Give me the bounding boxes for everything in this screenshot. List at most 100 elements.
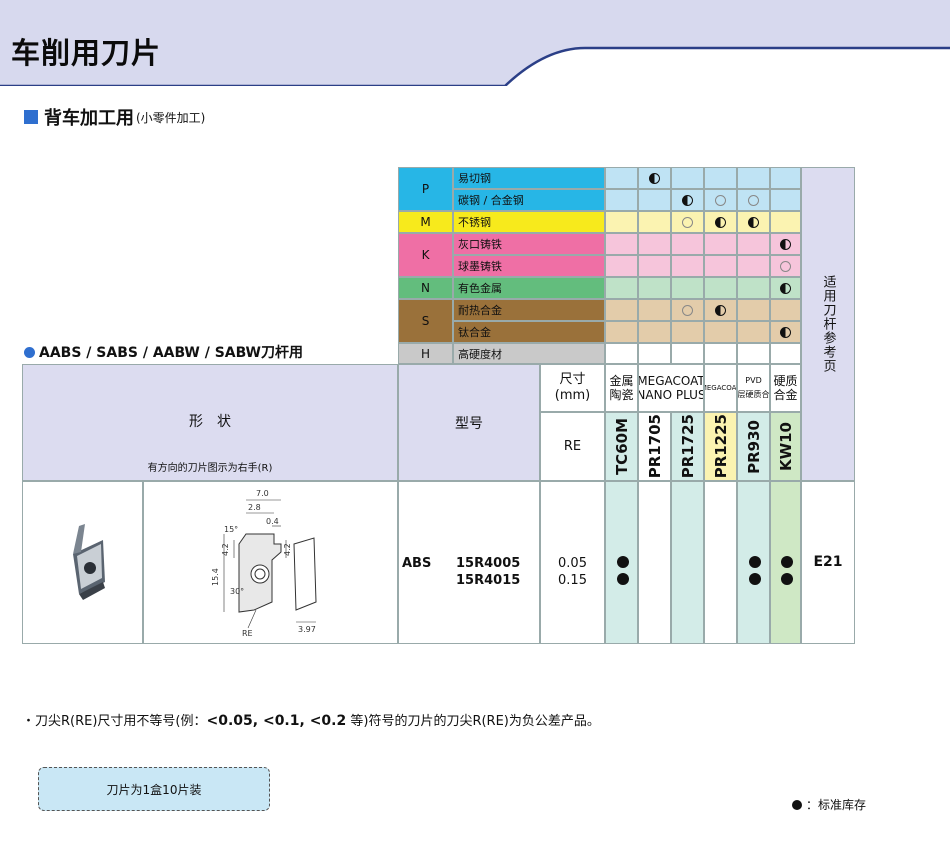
stock-dot-icon xyxy=(748,573,761,585)
recommend-half-icon xyxy=(715,304,726,316)
dim-label: 30° xyxy=(230,587,244,596)
stock-dot-icon xyxy=(616,556,629,568)
ref-page-header-text: 适用刀杆参考页 xyxy=(820,275,836,373)
material-grade-cell xyxy=(671,277,704,299)
material-group-S: S xyxy=(398,299,453,343)
dimension-header: 尺寸 (mm) xyxy=(540,364,605,412)
stock-dot-icon xyxy=(792,799,802,810)
material-label: 灰口铸铁 xyxy=(458,238,502,251)
holder-label: AABS / SABS / AABW / SABW刀杆用 xyxy=(24,342,303,362)
grade-column xyxy=(770,481,801,644)
material-grade-cell xyxy=(671,255,704,277)
grade-group-header: MEGACOAT NANO PLUS xyxy=(638,364,704,412)
material-label: 钛合金 xyxy=(458,326,491,339)
model-header-text: 型号 xyxy=(455,415,483,432)
material-row: 碳钢 / 合金钢 xyxy=(453,189,605,211)
grade-name-cell: PR1705 xyxy=(638,412,671,481)
material-row: 易切钢 xyxy=(453,167,605,189)
material-group-N: N xyxy=(398,277,453,299)
recommend-open-icon xyxy=(682,304,693,316)
material-grade-cell xyxy=(605,167,638,189)
material-group-letter: H xyxy=(420,346,431,361)
header-band: 车削用刀片 xyxy=(0,0,950,88)
material-grade-cell xyxy=(671,343,704,364)
model-prefix: ABS xyxy=(402,556,432,571)
header-background xyxy=(0,0,950,88)
material-label: 耐热合金 xyxy=(458,304,502,317)
grade-name-cell: PR930 xyxy=(737,412,770,481)
recommend-half-icon xyxy=(780,282,791,294)
square-bullet-icon xyxy=(24,110,38,124)
material-label: 易切钢 xyxy=(458,172,491,185)
package-text: 刀片为1盒10片装 xyxy=(106,782,202,797)
material-label: 高硬度材 xyxy=(458,347,502,361)
grade-name-cell: TC60M xyxy=(605,412,638,481)
grade-name: TC60M xyxy=(612,417,631,476)
material-grade-cell xyxy=(704,321,737,343)
recommend-half-icon xyxy=(748,216,759,228)
package-box: 刀片为1盒10片装 xyxy=(38,767,270,811)
insert-photo-cell xyxy=(22,481,143,644)
dim-label: 4.2 xyxy=(283,543,292,556)
recommend-open-icon xyxy=(715,194,726,206)
re-value: 0.05 xyxy=(558,556,587,571)
material-grade-cell xyxy=(605,255,638,277)
grade-column xyxy=(671,481,704,644)
material-group-letter: S xyxy=(421,314,430,328)
dim-label: 15° xyxy=(224,525,238,534)
grade-column xyxy=(737,481,770,644)
material-group-K: K xyxy=(398,233,453,277)
grade-group-text: 硬质 合金 xyxy=(773,374,798,402)
recommend-open-icon xyxy=(780,260,791,272)
material-label: 球墨铸铁 xyxy=(458,260,502,273)
grade-group-header: 硬质 合金 xyxy=(770,364,801,412)
circle-bullet-icon xyxy=(24,346,35,358)
shape-note-text: 有方向的刀片图示为右手(R) xyxy=(147,463,273,474)
dim-label: 4.2 xyxy=(221,543,230,556)
material-grade-cell xyxy=(605,189,638,211)
material-grade-cell xyxy=(671,167,704,189)
material-row: 不锈钢 xyxy=(453,211,605,233)
material-grade-cell xyxy=(605,211,638,233)
ref-page-value: E21 xyxy=(813,554,843,570)
re-value: 0.15 xyxy=(558,573,587,588)
material-row: 灰口铸铁 xyxy=(453,233,605,255)
stock-dot-icon xyxy=(780,556,793,568)
material-grade-cell xyxy=(638,189,671,211)
dim-label: 0.4 xyxy=(266,517,279,526)
material-grade-cell xyxy=(770,343,801,364)
material-grade-cell xyxy=(704,343,737,364)
material-grade-cell xyxy=(638,211,671,233)
material-row: 耐热合金 xyxy=(453,299,605,321)
model-number: 15R4015 xyxy=(456,573,521,588)
recommend-open-icon xyxy=(682,216,693,228)
material-grade-cell xyxy=(770,211,801,233)
material-grade-cell xyxy=(638,299,671,321)
dimension-header-text: 尺寸 (mm) xyxy=(554,372,591,403)
ref-page-header: 适用刀杆参考页 xyxy=(801,167,855,481)
recommend-half-icon xyxy=(682,194,693,206)
grade-column xyxy=(704,481,737,644)
material-grade-cell xyxy=(737,343,770,364)
material-grade-cell xyxy=(605,343,638,364)
material-grade-cell xyxy=(671,321,704,343)
material-label: 有色金属 xyxy=(458,282,502,295)
grade-name-cell: PR1725 xyxy=(671,412,704,481)
recommend-half-icon xyxy=(649,172,660,184)
recommend-open-icon xyxy=(748,194,759,206)
material-grade-cell xyxy=(770,299,801,321)
material-group-M: M xyxy=(398,211,453,233)
grade-name: PR930 xyxy=(744,419,763,474)
material-grade-cell xyxy=(737,255,770,277)
recommend-half-icon xyxy=(780,326,791,338)
insert-photo xyxy=(73,524,105,600)
material-grade-cell xyxy=(704,167,737,189)
material-group-letter: P xyxy=(421,182,430,196)
subtitle-text: 背车加工用 xyxy=(44,108,134,129)
grade-group-text: PVD 涂层硬质合金 xyxy=(737,376,770,399)
stock-dot-icon xyxy=(616,573,629,585)
material-row: 钛合金 xyxy=(453,321,605,343)
material-grade-cell xyxy=(605,277,638,299)
